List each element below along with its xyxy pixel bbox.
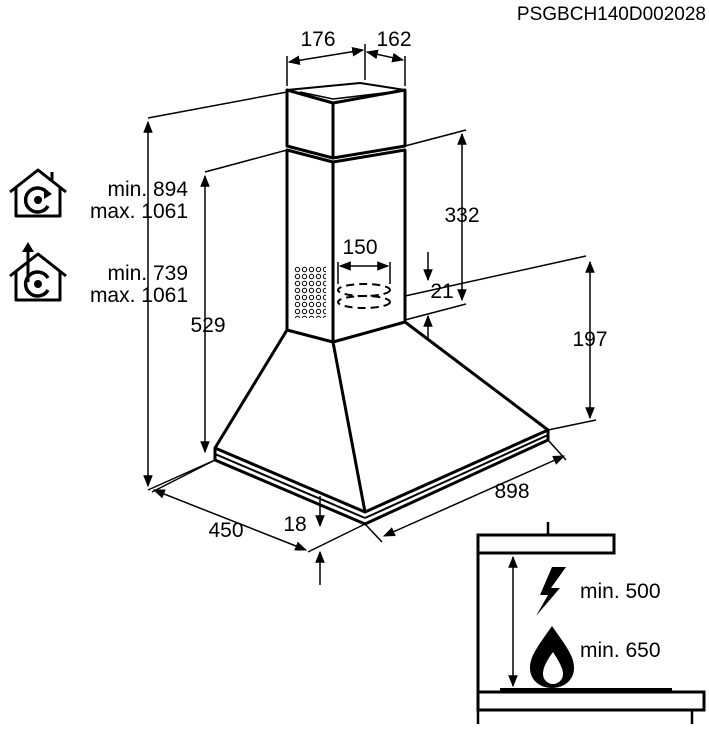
recirculation-max-height: max. 1061	[90, 284, 188, 307]
cooktop	[476, 690, 706, 712]
extraction-mode: min. 894 max. 1061	[9, 168, 188, 223]
lightning-icon	[536, 567, 566, 616]
dim-hood-depth: 450	[208, 519, 243, 542]
dimension-lines	[143, 44, 597, 585]
recirculation-mode: min. 739 max. 1061	[9, 242, 188, 307]
clearance-inset: min. 500 min. 650	[476, 522, 706, 724]
dimension-labels: 176 162 332 150 21 529 197 898 450 18	[190, 28, 607, 542]
extraction-mode-icon	[9, 168, 67, 218]
dim-hood-rim: 18	[283, 513, 306, 536]
dim-outlet-offset: 21	[430, 280, 453, 303]
extraction-max-height: max. 1061	[90, 200, 188, 223]
clearance-electric: min. 500	[580, 580, 661, 603]
recirculation-mode-icon	[9, 242, 67, 302]
dim-hood-width: 898	[494, 480, 529, 503]
dim-chimney-width: 176	[300, 28, 335, 51]
air-outlet	[337, 283, 391, 309]
recirculation-min-height: min. 739	[107, 262, 188, 285]
dim-total-height: 529	[190, 314, 225, 337]
hood-underside	[476, 533, 616, 555]
reference-code: PSGBCH140D002028	[517, 4, 706, 25]
dim-chimney-depth: 162	[376, 28, 411, 51]
hood-drawing	[213, 82, 550, 526]
clearance-gas: min. 650	[580, 639, 661, 662]
extraction-min-height: min. 894	[107, 178, 188, 201]
dim-hood-height: 197	[572, 328, 607, 351]
dim-upper-chimney-height: 332	[444, 204, 479, 227]
upper-chimney	[285, 82, 407, 160]
dim-outlet-diameter: 150	[342, 236, 377, 259]
flame-icon	[530, 626, 574, 688]
vent-grille	[294, 266, 326, 318]
